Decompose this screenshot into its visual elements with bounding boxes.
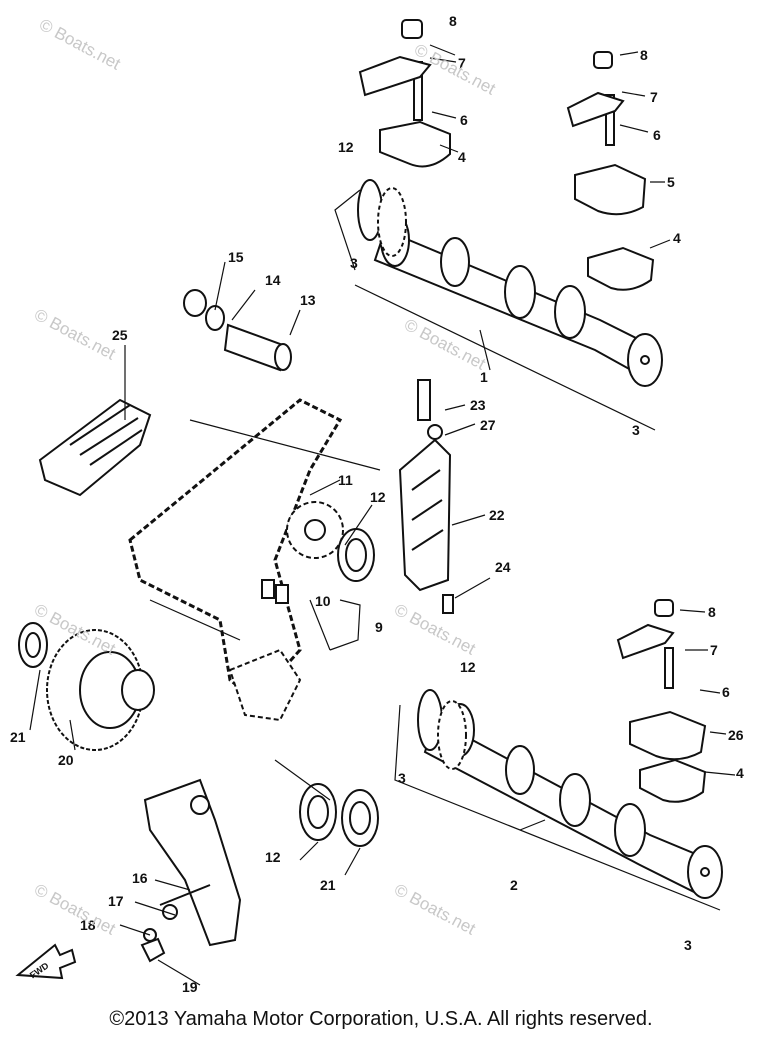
- label-8-right: 8: [640, 47, 648, 63]
- label-1: 1: [480, 369, 488, 385]
- label-13: 13: [300, 292, 316, 308]
- label-22: 22: [489, 507, 505, 523]
- label-8-top: 8: [449, 13, 457, 29]
- label-6-lower: 6: [722, 684, 730, 700]
- label-20: 20: [58, 752, 74, 768]
- label-3-bottom: 3: [684, 937, 692, 953]
- label-4-right: 4: [673, 230, 681, 246]
- tensioner-22: [398, 379, 454, 614]
- label-7-right: 7: [650, 89, 658, 105]
- leader-lines: [29, 44, 736, 986]
- label-5: 5: [667, 174, 675, 190]
- label-12-top: 12: [338, 139, 354, 155]
- label-17: 17: [108, 893, 124, 909]
- label-7-lower: 7: [710, 642, 718, 658]
- cam-chain: [128, 398, 343, 703]
- upper-camshaft: [373, 213, 663, 387]
- label-2: 2: [510, 877, 518, 893]
- label-8-lower: 8: [708, 604, 716, 620]
- label-9: 9: [375, 619, 383, 635]
- label-24: 24: [495, 559, 511, 575]
- fwd-arrow-icon: [15, 943, 77, 980]
- lower-camcaps: [616, 599, 707, 803]
- washers-12-21-lower: [299, 783, 379, 847]
- label-12-bottom: 12: [265, 849, 281, 865]
- label-14: 14: [265, 272, 281, 288]
- upper-studs-and-nuts: [358, 19, 625, 146]
- label-15: 15: [228, 249, 244, 265]
- chain-guide-9: [228, 579, 302, 722]
- guide-25: [38, 398, 152, 497]
- label-3-right: 3: [632, 422, 640, 438]
- washer-21-left: [18, 622, 48, 668]
- label-11: 11: [338, 472, 353, 488]
- label-21-bottom: 21: [320, 877, 336, 893]
- label-4-top: 4: [458, 149, 466, 165]
- label-6-top: 6: [460, 112, 468, 128]
- label-12-mid: 12: [370, 489, 386, 505]
- copyright-footer: ©2013 Yamaha Motor Corporation, U.S.A. A…: [109, 1008, 653, 1030]
- gear-20: [46, 629, 155, 751]
- upper-camcaps: [379, 120, 655, 291]
- lower-sprocket-12: [417, 689, 467, 770]
- parts-diagram: 8 7 6 4 12 3 8 7 6 5 4 1 3 15 14 13 25 2…: [10, 13, 744, 995]
- parts-13-15: [183, 289, 292, 372]
- label-10: 10: [315, 593, 331, 609]
- washer-12-mid: [337, 528, 375, 582]
- label-25: 25: [112, 327, 128, 343]
- label-7-top: 7: [458, 55, 466, 71]
- label-23: 23: [470, 397, 486, 413]
- bracket-16: [140, 778, 242, 963]
- label-4-lower: 4: [736, 765, 744, 781]
- label-3-top: 3: [350, 255, 358, 271]
- label-21-left: 21: [10, 729, 26, 745]
- label-18: 18: [80, 917, 96, 933]
- label-19: 19: [182, 979, 198, 995]
- label-16: 16: [132, 870, 148, 886]
- label-27: 27: [480, 417, 496, 433]
- label-26: 26: [728, 727, 744, 743]
- upper-sprocket-12: [357, 179, 407, 257]
- label-6-right: 6: [653, 127, 661, 143]
- label-12-lower: 12: [460, 659, 476, 675]
- sprocket-11: [286, 501, 344, 559]
- label-3-lower: 3: [398, 770, 406, 786]
